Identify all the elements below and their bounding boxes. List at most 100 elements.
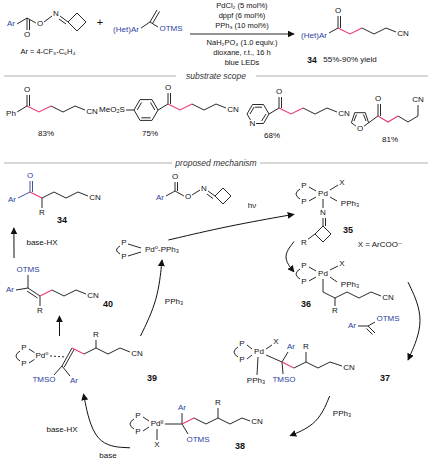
reagent-label: PPh₃: [332, 410, 352, 418]
atom-label: Pd: [317, 190, 329, 198]
atom-label: OTMS: [158, 25, 183, 33]
atom-label: X: [153, 441, 160, 449]
atom-label: X: [338, 260, 345, 268]
reaction-arrow: [13, 228, 14, 258]
complex-36-bonds: [296, 266, 381, 306]
atom-label: R: [214, 399, 222, 407]
atom-label: P: [20, 360, 27, 368]
oxime-ester-bonds: [166, 182, 231, 204]
atom-label: P: [300, 262, 307, 270]
new-bond: [182, 418, 194, 424]
atom-label: N: [52, 10, 60, 18]
compound-number: 38: [235, 442, 245, 451]
atom-label: R: [92, 331, 100, 339]
atom-label: CN: [396, 30, 410, 38]
atom-label: 55%-90% yield: [322, 56, 377, 64]
atom-label: R: [331, 307, 339, 315]
condition-text: Ar = 4-CF₃-C₆H₄: [19, 48, 76, 56]
atom-label: PPh₃: [340, 200, 360, 208]
intermediate-structure: 37: [234, 336, 408, 396]
new-bond: [282, 362, 294, 368]
atom-label: Pdᴵᴵ: [150, 420, 164, 428]
atom-label: X = ArCOO⁻: [357, 241, 403, 249]
compound-number: 36: [301, 300, 311, 309]
atom-label: O: [36, 20, 44, 28]
enol-silane-bonds: [141, 10, 160, 28]
condition-text: dioxane, r.t., 16 h: [212, 49, 272, 57]
reagent-label: base: [98, 452, 117, 460]
atom-label: Pd⁰: [35, 352, 50, 360]
compound-number: 35: [343, 226, 353, 235]
furyl-product-bonds: [351, 104, 418, 129]
atom-label: R: [302, 343, 310, 351]
atom-label: CN: [86, 292, 100, 300]
atom-label: R: [38, 209, 46, 217]
atom-label: P: [300, 198, 307, 206]
atom-label: TMSO: [271, 376, 296, 384]
atom-label: P: [120, 239, 127, 247]
complex-37-bonds: [234, 345, 342, 375]
new-bond: [168, 104, 192, 110]
atom-label: Ar: [6, 20, 16, 28]
condition-text: NaH₂PO₄ (1.0 equiv.): [206, 39, 279, 47]
atom-label: N: [200, 185, 208, 193]
atom-label: CN: [337, 110, 351, 118]
compound-number: 37: [380, 374, 390, 383]
atom-label: (Het)Ar: [112, 26, 140, 34]
atom-label: P: [20, 344, 27, 352]
atom-label: Ph: [5, 110, 17, 118]
atom-label: P: [238, 356, 245, 364]
intermediate-structure: 34: [4, 170, 114, 228]
atom-label: P: [238, 340, 245, 348]
atom-label: Ar: [347, 322, 357, 330]
compound-number: 40: [103, 300, 113, 309]
new-bond: [338, 28, 362, 34]
new-bond: [30, 192, 42, 198]
reagent-label: PPh₃: [164, 298, 184, 306]
atom-label: 68%: [263, 132, 281, 140]
catalyst-label: Pd⁰-PPh₃: [145, 246, 179, 254]
plus-sign: +: [96, 17, 104, 28]
silyl-enol-ether-40-bonds: [16, 275, 86, 306]
atom-label: 83%: [37, 130, 55, 138]
intermediate-structure: 38: [130, 404, 290, 464]
atom-label: CN: [130, 350, 144, 358]
atom-label: P: [120, 253, 127, 261]
atom-label: PPh₃: [340, 281, 360, 289]
atom-label: MeO₂S: [98, 106, 126, 114]
atom-label: X: [272, 338, 279, 346]
atom-label: Ar: [69, 377, 79, 385]
complex-38-bonds: [130, 408, 250, 440]
atom-label: Ar: [5, 286, 15, 294]
product-bonds: [329, 16, 396, 34]
compound-number: 34: [57, 216, 67, 225]
sulfonyl-product-bonds: [126, 93, 226, 120]
compound-number: 39: [147, 374, 157, 383]
atom-label: O: [164, 84, 172, 92]
atom-label: N: [249, 120, 257, 128]
catalyst-species: Pd⁰-PPh₃: [130, 240, 194, 260]
atom-label: 81%: [381, 136, 399, 144]
atom-label: O: [184, 193, 192, 201]
intermediate-structure: 36: [294, 258, 408, 314]
reaction-arrow: [84, 394, 131, 448]
atom-label: P: [300, 278, 307, 286]
complex-39-bonds: [16, 340, 130, 376]
atom-label: R: [36, 307, 44, 315]
atom-label: Pd: [253, 348, 265, 356]
atom-label: P: [134, 428, 141, 436]
atom-label: CN: [342, 364, 356, 372]
reaction-arrow: [141, 260, 163, 336]
reagent-label: base-HX: [25, 239, 58, 247]
atom-label: OTMS: [185, 436, 210, 444]
atom-label: base-HX: [45, 426, 78, 434]
chain-bonds: [42, 192, 88, 208]
atom-label: TMSO: [31, 376, 56, 384]
atom-label: X: [338, 179, 345, 187]
atom-label: CN: [88, 194, 102, 202]
atom-label: O: [171, 173, 179, 181]
atom-label: OTMS: [15, 266, 40, 274]
